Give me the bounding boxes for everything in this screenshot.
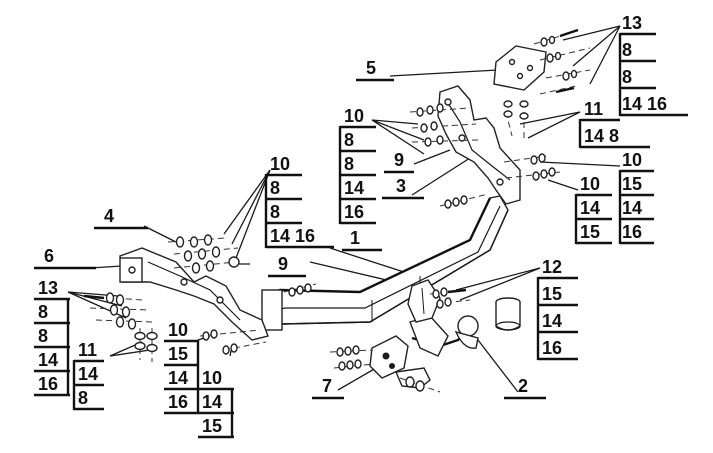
spec-value: 8: [38, 302, 48, 322]
top-plate: [493, 45, 547, 91]
tow-ball: [409, 315, 479, 357]
spec-stack-s13b: 13 8 8 14 16: [34, 278, 70, 397]
spec-value: 14: [38, 350, 58, 370]
spec-value: 15: [542, 284, 562, 304]
spec-value: 10: [202, 368, 222, 388]
spec-value: 14 16: [270, 226, 315, 246]
spec-stack-s10a: 10 8 8 14 16: [338, 106, 376, 225]
callout-6: 6: [44, 246, 54, 266]
spec-value: 8: [38, 326, 48, 346]
spec-value: 14: [168, 368, 188, 388]
spec-value: 8: [270, 202, 280, 222]
spec-value: 14 16: [622, 94, 667, 114]
spec-stack-s10d: 10 8 8 14 16: [264, 154, 334, 249]
spec-value: 15: [202, 416, 222, 436]
spec-value: 8: [622, 67, 632, 87]
socket-bracket: [407, 279, 441, 323]
callout-9-lower: 9: [278, 254, 288, 274]
spec-value: 12: [542, 257, 562, 277]
spec-value: 11: [78, 340, 97, 360]
fasteners: [83, 28, 579, 392]
spec-value: 15: [622, 174, 642, 194]
leader-lines: [67, 25, 621, 393]
spec-stack-s12: 12 15 14 16: [536, 257, 578, 361]
ball-cover: [495, 297, 521, 331]
spec-value: 10: [270, 154, 290, 174]
spec-stack-s10f: 10 14 15: [198, 368, 234, 439]
spec-value: 15: [168, 344, 188, 364]
spec-stack-s10e: 10 15 14 16: [164, 320, 200, 415]
spec-value: 16: [542, 338, 562, 358]
spec-stack-s11a: 11 14 8: [578, 99, 650, 149]
spec-value: 10: [622, 150, 642, 170]
spec-value: 16: [622, 222, 642, 242]
left-side-bracket: [119, 247, 269, 341]
cross-beam: [261, 195, 509, 331]
callout-1: 1: [350, 228, 360, 248]
spec-value: 8: [622, 40, 632, 60]
spec-value: 8: [78, 388, 88, 408]
spec-value: 8: [344, 154, 354, 174]
spec-value: 14: [78, 364, 98, 384]
callout-9-upper: 9: [394, 150, 404, 170]
spec-value: 16: [38, 374, 58, 394]
spec-value: 13: [622, 13, 642, 33]
part-callouts: 1 2 3 4 5 6 7 9 9: [34, 58, 546, 400]
spec-stack-s10c: 10 14 15: [574, 174, 612, 245]
spec-value: 16: [344, 202, 364, 222]
spec-value: 14 8: [584, 126, 619, 146]
callout-5: 5: [366, 58, 376, 78]
spec-value: 14: [542, 311, 562, 331]
callout-3: 3: [396, 176, 406, 196]
spec-value: 14: [580, 198, 600, 218]
spec-value: 15: [580, 222, 600, 242]
spec-value: 10: [580, 174, 600, 194]
spec-value: 10: [168, 320, 188, 340]
spec-stack-s13a: 13 8 8 14 16: [618, 13, 688, 117]
callout-7: 7: [322, 376, 332, 396]
spec-value: 14: [344, 178, 364, 198]
spec-value: 16: [168, 392, 188, 412]
spec-value: 14: [202, 392, 222, 412]
spec-stack-s11b: 11 14 8: [72, 340, 104, 411]
spec-value: 14: [622, 198, 642, 218]
spec-value: 8: [344, 130, 354, 150]
spec-stack-s10b: 10 15 14 16: [618, 150, 654, 245]
spec-value: 8: [270, 178, 280, 198]
spec-value: 13: [38, 278, 58, 298]
spec-value: 10: [344, 106, 364, 126]
spec-value: 11: [584, 99, 603, 119]
right-side-bracket: [437, 85, 521, 205]
callout-2: 2: [518, 376, 528, 396]
callout-4: 4: [104, 206, 114, 226]
